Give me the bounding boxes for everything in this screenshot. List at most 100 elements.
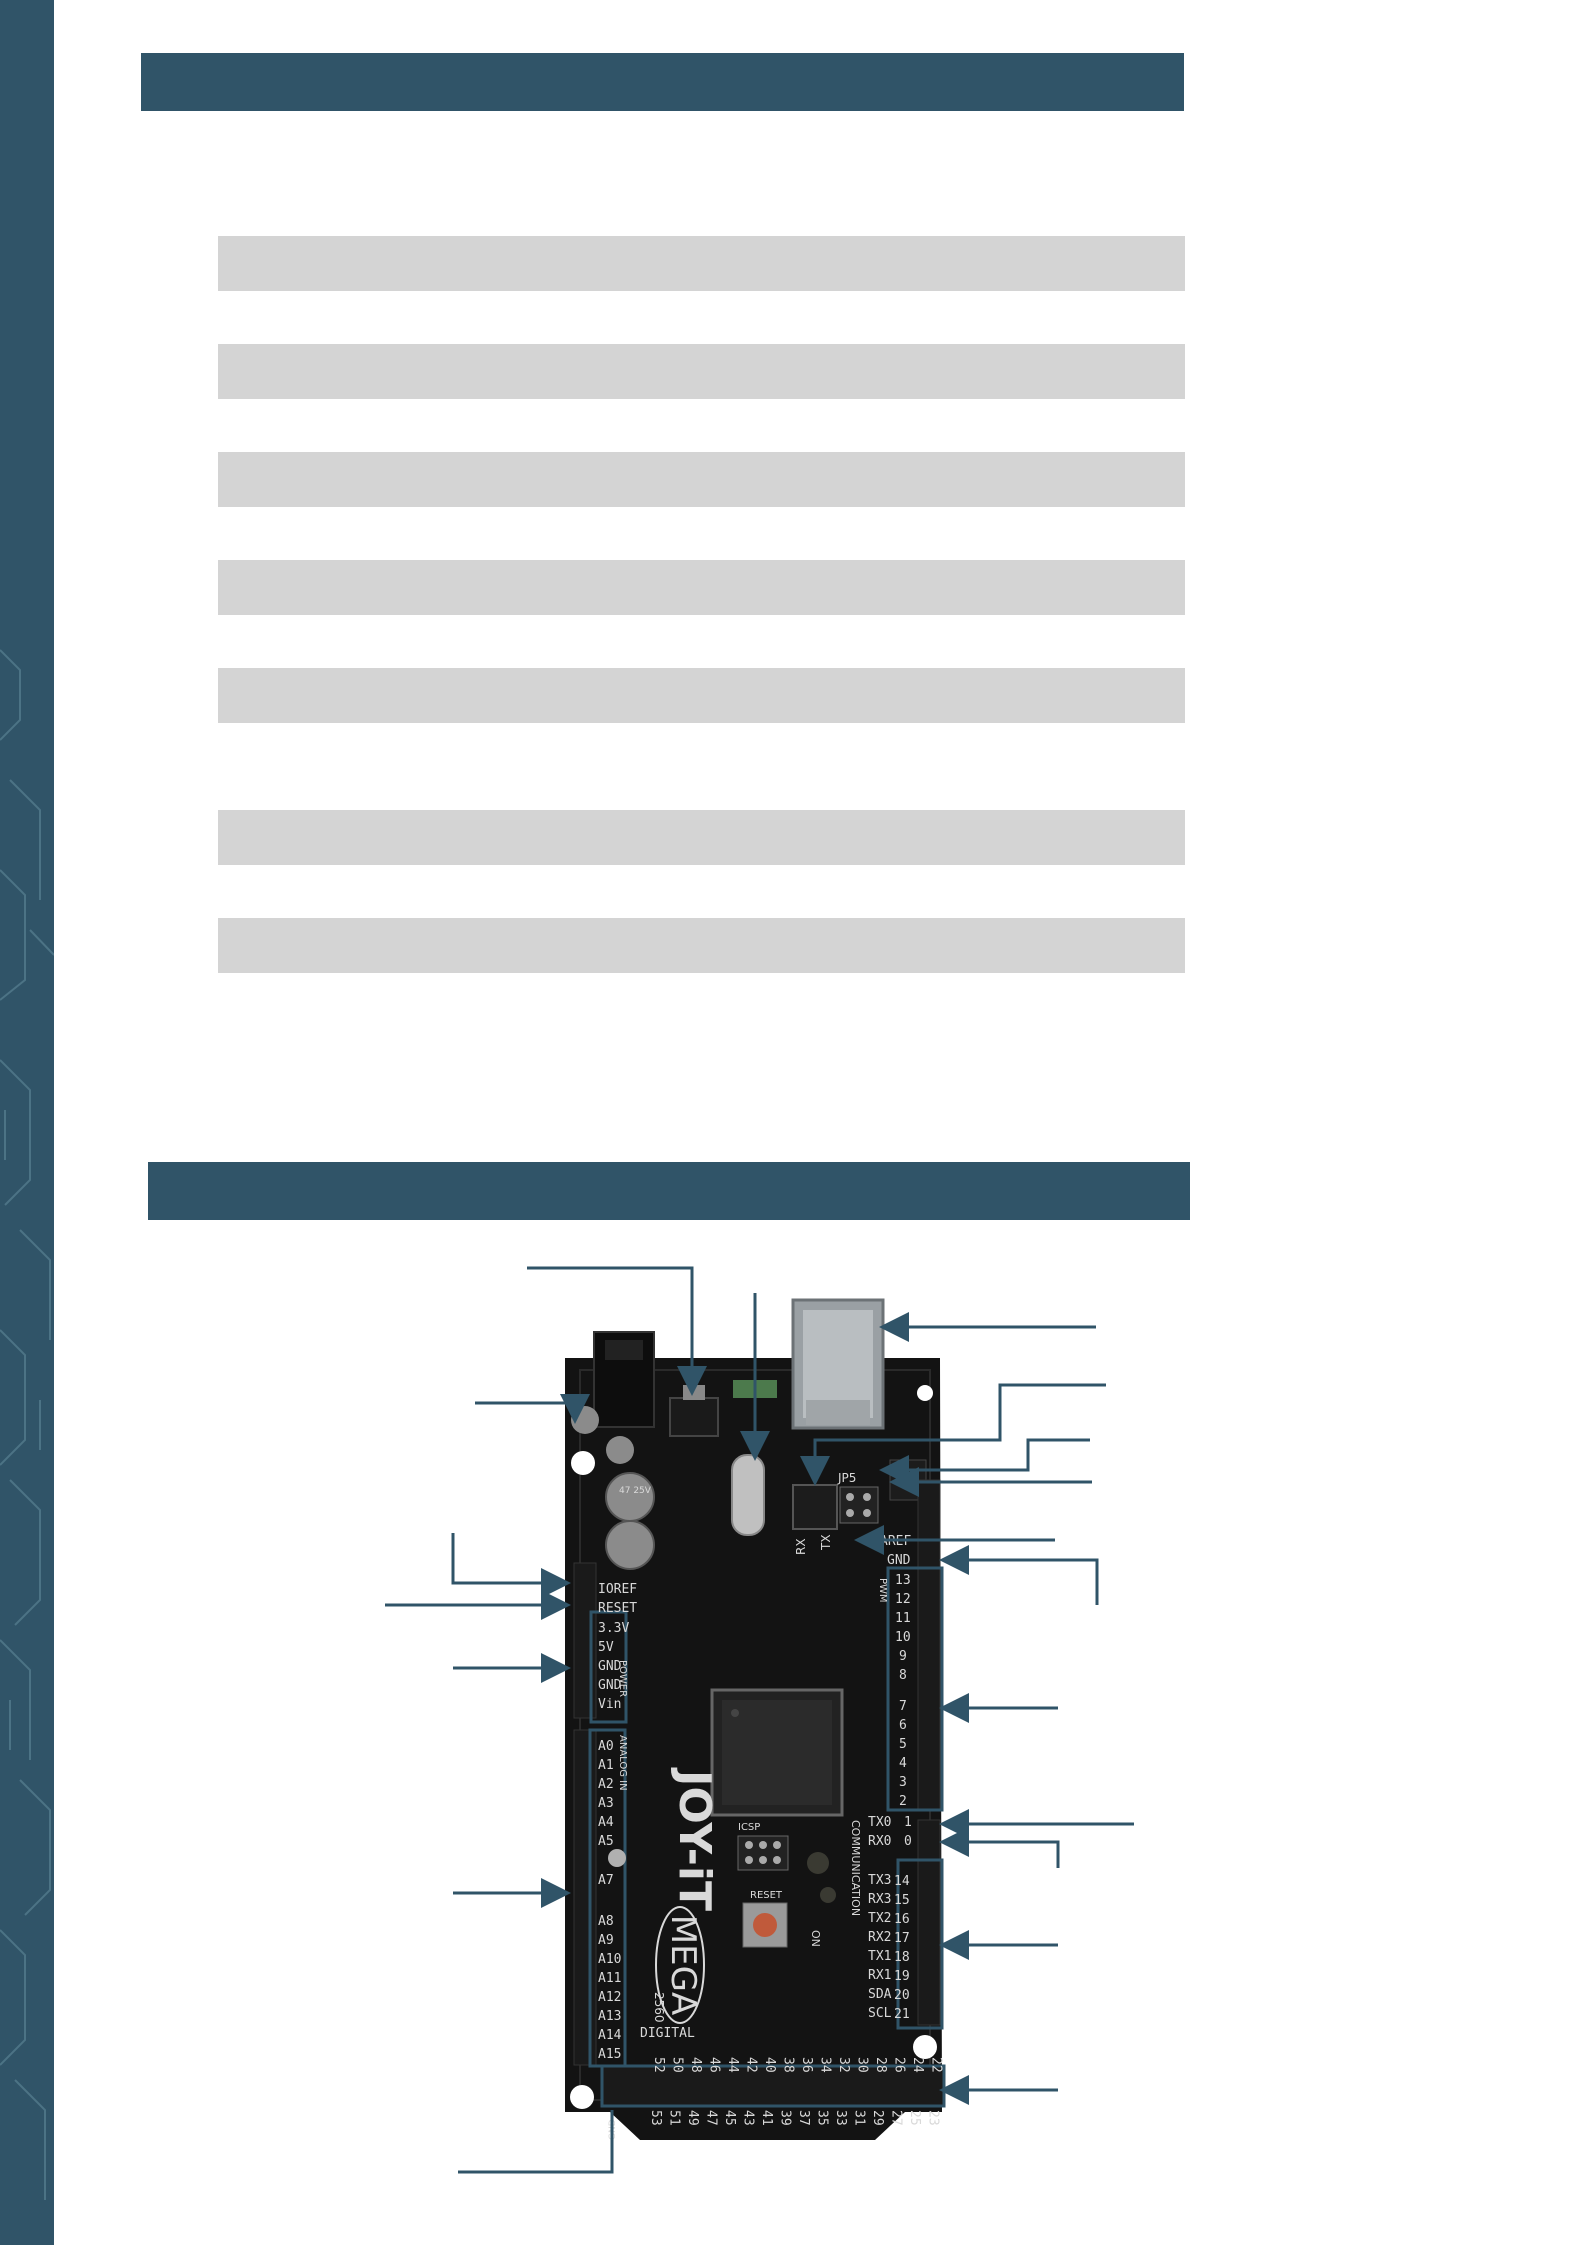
svg-text:A2: A2 (598, 1777, 614, 1792)
svg-text:1: 1 (904, 1815, 912, 1830)
digital-pin-label: 48 (688, 2057, 703, 2073)
capacitor-label: 47 25V (619, 1486, 652, 1496)
digital-pin-label: 44 (725, 2057, 740, 2073)
svg-text:ICSP: ICSP (738, 1822, 760, 1833)
svg-text:A5: A5 (598, 1834, 614, 1849)
digital-pin-label: 43 (741, 2110, 756, 2126)
svg-text:GND: GND (598, 1659, 622, 1674)
circuit-pattern-icon (0, 649, 54, 2200)
mounting-hole (570, 2085, 594, 2109)
svg-text:TX3: TX3 (868, 1873, 891, 1888)
callout-arrow (458, 2110, 614, 2174)
voltage-regulator (669, 1397, 719, 1437)
svg-text:RX3: RX3 (868, 1892, 891, 1907)
digital-pin-label: 22 (929, 2057, 944, 2073)
digital-pin-label: 30 (855, 2057, 870, 2073)
jp5-header: JP5 (837, 1471, 879, 1524)
svg-text:JP5: JP5 (837, 1471, 856, 1485)
mounting-hole (917, 1385, 933, 1401)
svg-text:IOREF: IOREF (598, 1582, 637, 1597)
svg-text:18: 18 (894, 1950, 910, 1965)
svg-text:3.3V: 3.3V (598, 1621, 629, 1636)
model-name: MEGA (663, 1915, 703, 2015)
callout-arrow (879, 1438, 1090, 1485)
svg-text:RX2: RX2 (868, 1930, 891, 1945)
usb-interface-chip (792, 1484, 838, 1530)
digital-pin-label: 26 (892, 2057, 907, 2073)
svg-text:5V: 5V (598, 1640, 614, 1655)
svg-text:7: 7 (899, 1699, 907, 1714)
svg-text:A0: A0 (598, 1739, 614, 1754)
svg-text:A1: A1 (598, 1758, 614, 1773)
svg-text:A4: A4 (598, 1815, 614, 1830)
svg-text:TX1: TX1 (868, 1949, 891, 1964)
svg-text:4: 4 (899, 1756, 907, 1771)
svg-text:12: 12 (895, 1592, 911, 1607)
callout-arrow (451, 1533, 571, 1598)
pwm-header (917, 1479, 941, 1811)
usb-connector (791, 1298, 885, 1430)
capacitor (605, 1520, 655, 1570)
svg-text:8: 8 (899, 1668, 907, 1683)
svg-text:GND: GND (887, 1553, 911, 1568)
table-row (218, 668, 1185, 723)
power-header (573, 1562, 597, 1719)
callout-arrow (939, 1545, 1099, 1605)
svg-text:PWM: PWM (877, 1578, 888, 1603)
section-header-bar-2 (148, 1162, 1190, 1220)
svg-text:A15: A15 (598, 2047, 621, 2062)
model-number: 2560 (652, 1992, 666, 2023)
mounting-hole (913, 2035, 937, 2059)
svg-text:DIGITAL: DIGITAL (640, 2026, 695, 2041)
table-row (218, 810, 1185, 865)
table-row (218, 452, 1185, 507)
svg-text:RX0: RX0 (868, 1834, 891, 1849)
svg-text:19: 19 (894, 1969, 910, 1984)
table-row (218, 344, 1185, 399)
communication-header (917, 1819, 941, 2026)
digital-pin-label: 34 (818, 2057, 833, 2073)
digital-pin-label: 40 (762, 2057, 777, 2073)
svg-text:15: 15 (894, 1893, 910, 1908)
digital-header (602, 2064, 944, 2108)
capacitor (606, 1436, 634, 1464)
svg-text:SCL: SCL (868, 2006, 892, 2021)
digital-pin-label: 46 (707, 2057, 722, 2073)
callout-arrow (939, 1827, 1060, 1868)
svg-text:A9: A9 (598, 1933, 614, 1948)
svg-text:16: 16 (894, 1912, 910, 1927)
svg-text:A8: A8 (598, 1914, 614, 1929)
svg-text:20: 20 (894, 1988, 910, 2003)
svg-text:A12: A12 (598, 1990, 621, 2005)
svg-text:9: 9 (899, 1649, 907, 1664)
digital-pin-label: 45 (722, 2110, 737, 2126)
table-row (218, 236, 1185, 291)
table-row (218, 560, 1185, 615)
digital-pin-label: 49 (685, 2110, 700, 2126)
digital-pin-label: 23 (926, 2110, 941, 2126)
svg-text:RESET: RESET (750, 1890, 783, 1901)
svg-text:6: 6 (899, 1718, 907, 1733)
svg-text:A14: A14 (598, 2028, 622, 2043)
svg-text:11: 11 (895, 1611, 911, 1626)
svg-text:10: 10 (895, 1630, 911, 1645)
svg-text:13: 13 (895, 1573, 911, 1588)
digital-pin-label: 41 (759, 2110, 774, 2126)
svg-text:17: 17 (894, 1931, 910, 1946)
svg-text:A13: A13 (598, 2009, 621, 2024)
digital-pin-label: 25 (907, 2110, 922, 2126)
svg-text:TX0: TX0 (868, 1815, 891, 1830)
digital-pin-label: 35 (815, 2110, 830, 2126)
svg-text:RESET: RESET (598, 1601, 637, 1616)
side-decoration-strip (0, 0, 54, 2245)
svg-text:A10: A10 (598, 1952, 621, 1967)
digital-pin-label: 51 (667, 2110, 682, 2126)
mounting-hole (571, 1451, 595, 1475)
table-row (218, 918, 1185, 973)
callout-arrow (800, 1383, 1106, 1486)
digital-pin-label: 53 (648, 2110, 663, 2126)
svg-text:2: 2 (899, 1794, 907, 1809)
svg-text:TX: TX (819, 1534, 833, 1551)
digital-pin-label: 37 (796, 2110, 811, 2126)
